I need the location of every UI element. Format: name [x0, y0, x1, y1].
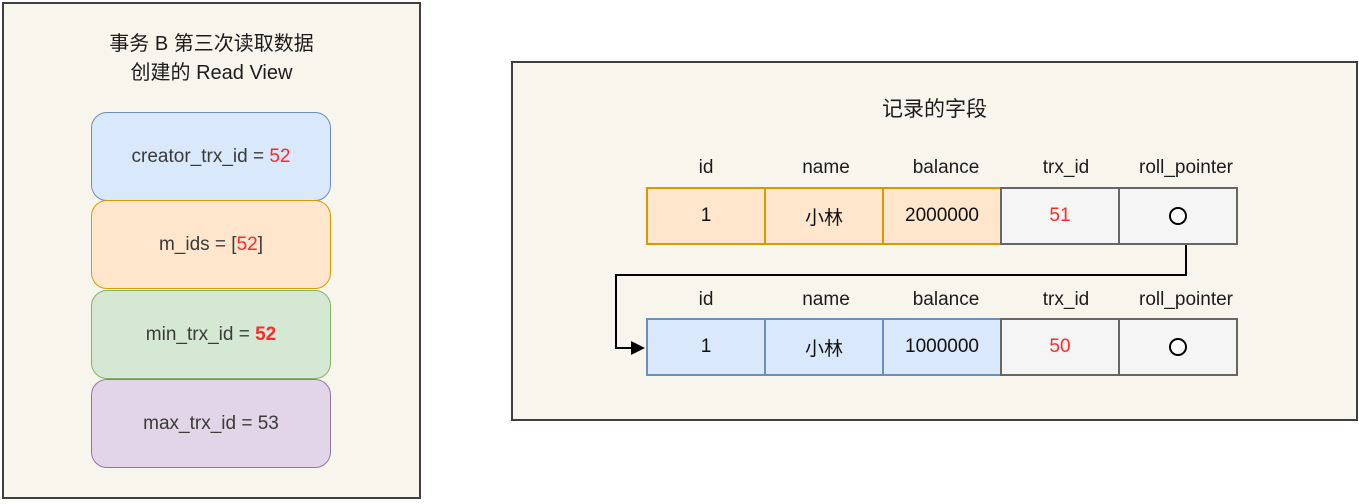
- header-roll-pointer: roll_pointer: [1139, 157, 1233, 178]
- record-fields-panel: 记录的字段 id name balance trx_id roll_pointe…: [511, 61, 1358, 421]
- header-name: name: [802, 157, 850, 178]
- cell-roll-pointer: [1118, 187, 1238, 245]
- header-balance: balance: [912, 289, 980, 310]
- cell-name: 小林: [764, 318, 884, 376]
- cell-trx-id: 51: [1000, 187, 1120, 245]
- roll-pointer-circle-icon: [1169, 207, 1187, 225]
- min-trx-id-box: min_trx_id = 52: [91, 290, 331, 379]
- header-trx-id: trx_id: [1042, 157, 1090, 178]
- max-trx-id-text: max_trx_id = 53: [143, 412, 279, 434]
- header-roll-pointer: roll_pointer: [1139, 289, 1233, 310]
- m-ids-box: m_ids = [52]: [91, 200, 331, 289]
- read-view-title-line2: 创建的 Read View: [130, 62, 293, 84]
- cell-name: 小林: [764, 187, 884, 245]
- cell-id: 1: [646, 318, 766, 376]
- table-row-latest: 1 小林 2000000 51: [646, 187, 1238, 245]
- read-view-panel: 事务 B 第三次读取数据 创建的 Read View creator_trx_i…: [2, 2, 421, 499]
- cell-id: 1: [646, 187, 766, 245]
- table-row-old-version: 1 小林 1000000 50: [646, 318, 1238, 376]
- cell-balance: 1000000: [882, 318, 1002, 376]
- cell-roll-pointer: [1118, 318, 1238, 376]
- max-trx-id-box: max_trx_id = 53: [91, 379, 331, 468]
- m-ids-text: m_ids = [52]: [158, 233, 264, 255]
- cell-trx-id: 50: [1000, 318, 1120, 376]
- header-name: name: [802, 289, 850, 310]
- creator-trx-id-text: creator_trx_id = 52: [131, 145, 291, 167]
- record-fields-title: 记录的字段: [882, 98, 987, 121]
- header-trx-id: trx_id: [1042, 289, 1090, 310]
- read-view-title-line1: 事务 B 第三次读取数据: [109, 33, 314, 55]
- roll-pointer-circle-icon: [1169, 338, 1187, 356]
- creator-trx-id-box: creator_trx_id = 52: [91, 112, 331, 201]
- header-id: id: [698, 289, 714, 310]
- cell-balance: 2000000: [882, 187, 1002, 245]
- header-balance: balance: [912, 157, 980, 178]
- table-header-row-1: id name balance trx_id roll_pointer: [646, 157, 1246, 179]
- min-trx-id-text: min_trx_id = 52: [145, 323, 277, 345]
- read-view-title: 事务 B 第三次读取数据 创建的 Read View: [4, 30, 419, 88]
- header-id: id: [698, 157, 714, 178]
- table-header-row-2: id name balance trx_id roll_pointer: [646, 289, 1246, 311]
